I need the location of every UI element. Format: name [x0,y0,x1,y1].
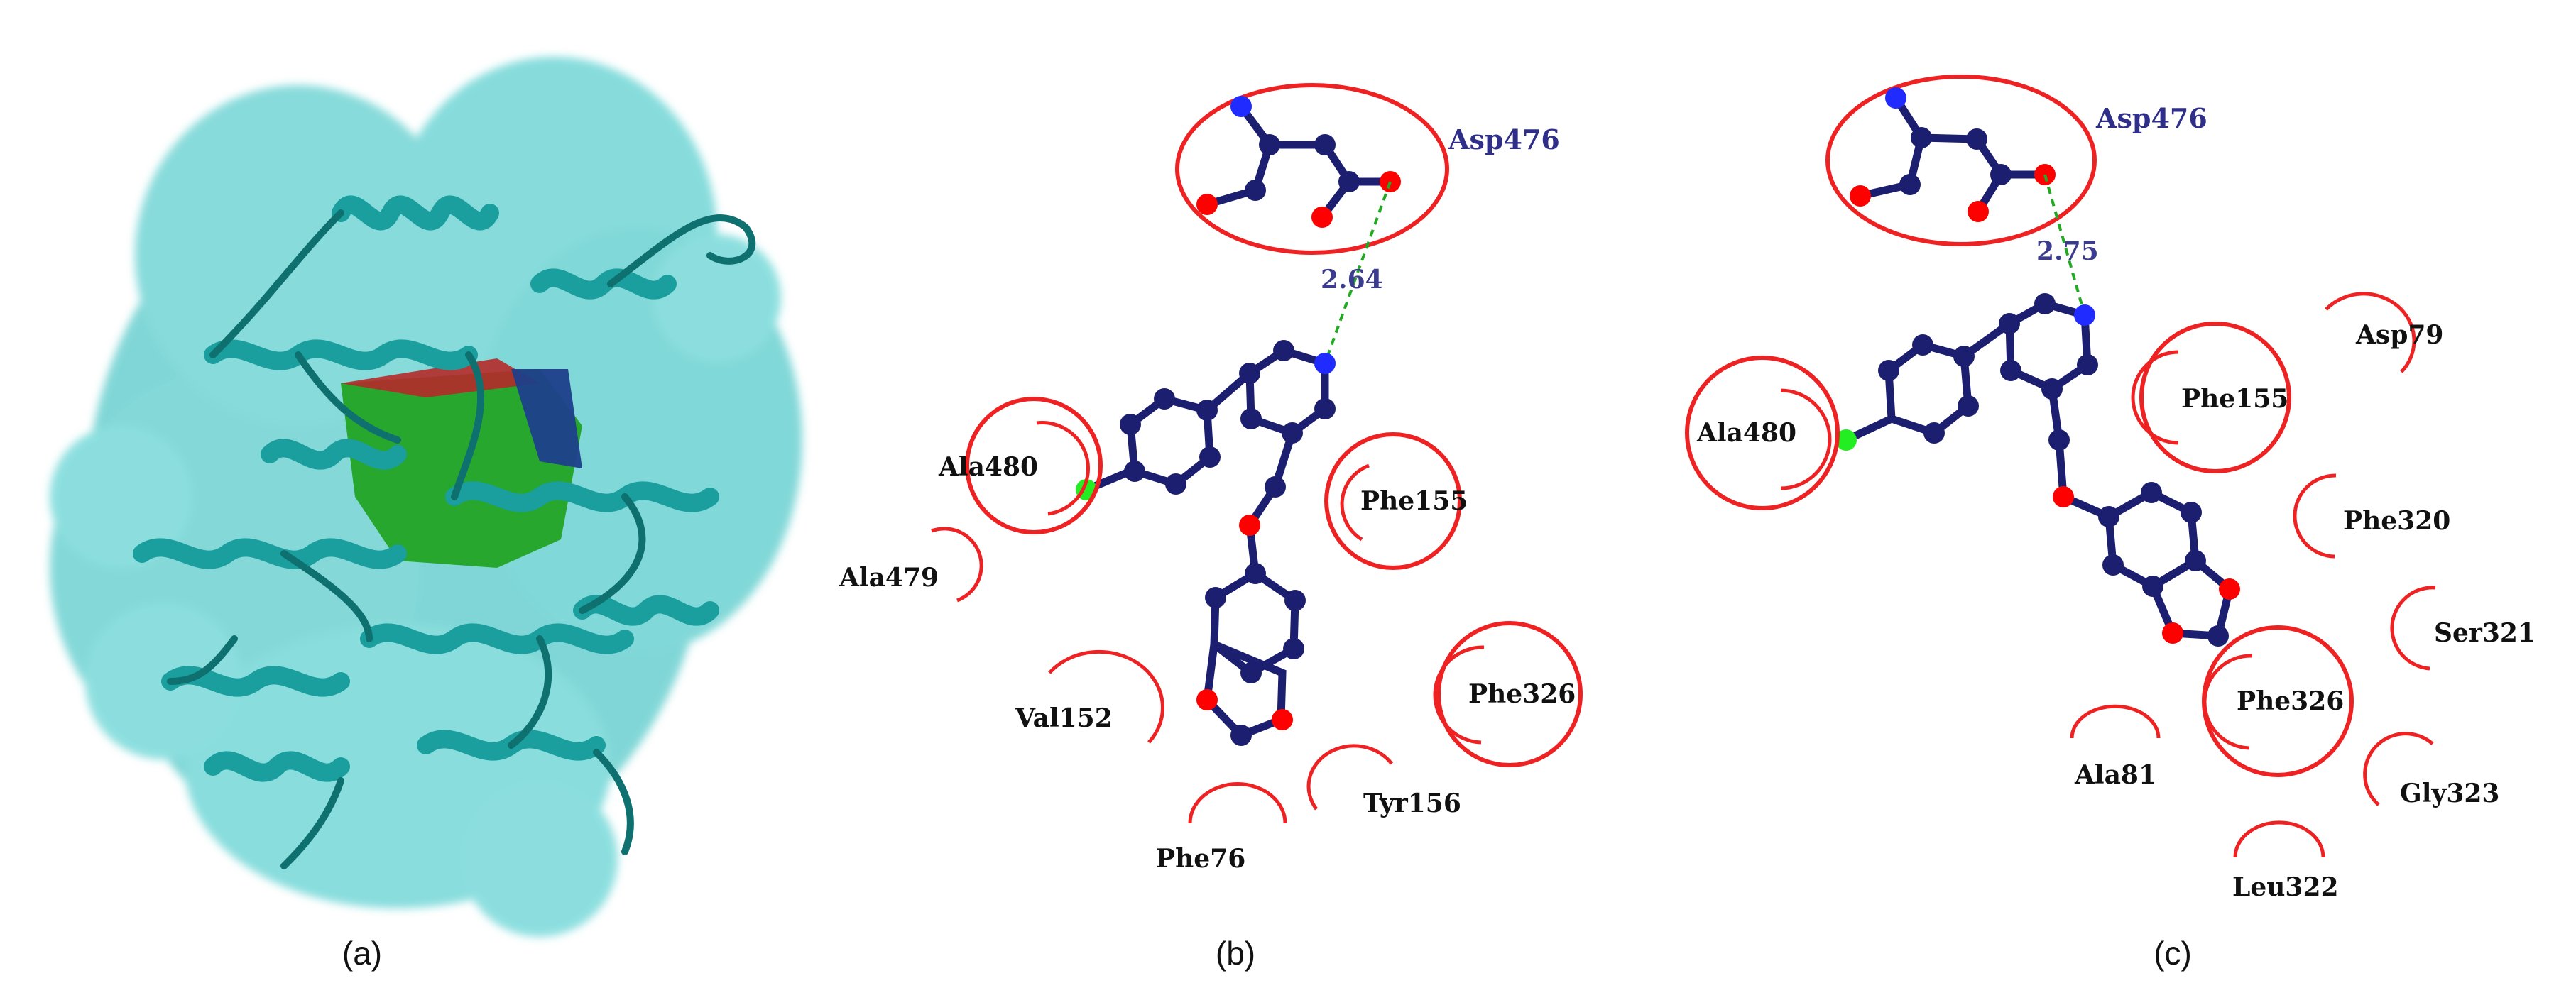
panel-c-interaction-diagram: Asp476 2.75 [1685,75,2536,972]
asp476-residue: Asp476 [1175,83,1560,255]
ligand-molecule [1835,293,2240,647]
hydrophobic-arc [1780,388,1832,490]
hydrophobic-arc [2203,654,2253,750]
hbond-distance-label: 2.64 [1321,265,1383,295]
hbond-distance-label: 2.75 [2036,236,2099,266]
residue-label-phe76: Phe76 [1156,844,1245,874]
residue-label-tyr156: Tyr156 [1363,789,1461,818]
asp476-label: Asp476 [2095,102,2207,134]
hydrophobic-arc [1048,649,1164,744]
hydrophobic-arc [1433,645,1485,745]
residue-label-gly323: Gly323 [2400,779,2499,808]
highlight-circle [1436,621,1583,767]
hydrophobic-arc [2390,586,2436,671]
residue-label-phe326: Phe326 [2237,686,2344,716]
residue-label-ala480: Ala480 [1696,418,1796,448]
residue-label-phe320: Phe320 [2343,506,2450,536]
hydrophobic-arc [2070,704,2161,739]
hydrophobic-arc [1036,421,1090,516]
nitrogen-atom [1314,353,1336,374]
oxygen-atom [1850,185,1871,207]
residue-label-asp79: Asp79 [2355,320,2443,350]
ribbon-cartoon [133,195,719,782]
residue-label-val152: Val152 [1015,703,1113,733]
hydrophobic-arc [2363,732,2434,806]
residue-label-ser321: Ser321 [2434,618,2536,648]
panel-b-interaction-diagram: Asp476 2.64 [839,83,1583,972]
panel-b-caption: (b) [1216,935,1255,972]
hydrogen-bond-line [1324,181,1392,364]
hydrophobic-contacts-c: Ala480 Phe155 Asp79 Phe320 Ser321 Phe326… [1685,292,2536,902]
hydrophobic-arc [2293,473,2337,559]
residue-label-ala81: Ala81 [2074,760,2156,790]
hydrophobic-arc [1188,782,1287,824]
residue-label-phe155: Phe155 [2181,384,2288,414]
residue-label-leu322: Leu322 [2232,872,2339,902]
nitrogen-atom [1230,96,1252,117]
ribbon-coils [167,209,756,869]
hydrophobic-arc [2233,820,2325,858]
hydrophobic-arc [1340,463,1370,542]
hydrophobic-arc [2325,292,2416,373]
hydrophobic-arc [2131,350,2179,445]
panel-c-caption: (c) [2154,935,2192,972]
asp476-residue: Asp476 [1825,75,2207,246]
oxygen-atom [1968,201,1989,222]
oxygen-atom [2219,578,2240,600]
highlight-circle [965,397,1103,534]
oxygen-atom [1239,515,1260,536]
residue-label-ala480: Ala480 [938,452,1038,482]
oxygen-atom [2053,486,2074,507]
panel-a-caption: (a) [342,935,382,972]
highlight-circle [2139,322,2291,473]
nitrogen-atom [2074,304,2095,326]
residue-label-ala479: Ala479 [839,563,939,593]
hydrophobic-contacts-b: Ala480 Ala479 Phe155 Phe326 Val152 Tyr15… [839,397,1583,874]
hydrophobic-arc [931,527,983,603]
oxygen-atom [2162,622,2183,644]
panel-a-protein-render: (a) [50,57,802,972]
oxygen-atom [1311,207,1333,228]
hydrophobic-arc [1306,744,1393,811]
ligand-molecule [1076,340,1336,746]
nitrogen-atom [1885,87,1906,109]
oxygen-atom [1196,689,1218,710]
hydrogen-bond-line [2043,174,2086,316]
oxygen-atom [1272,709,1293,730]
oxygen-atom [1196,194,1218,215]
residue-label-phe326: Phe326 [1468,679,1576,709]
asp476-label: Asp476 [1448,123,1560,155]
chlorine-atom [1835,429,1857,451]
highlight-circle [1685,356,1840,510]
highlight-circle [1324,432,1462,570]
residue-label-phe155: Phe155 [1360,486,1468,516]
